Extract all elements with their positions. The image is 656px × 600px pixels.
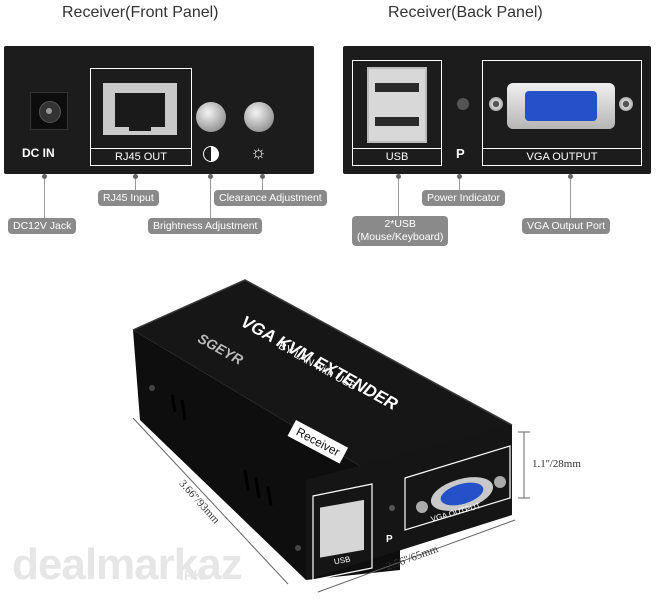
- dc-in-label: DC IN: [22, 146, 55, 160]
- vga-label: VGA OUTPUT: [483, 148, 641, 165]
- dc-jack: [30, 92, 68, 130]
- back-panel-title: Receiver(Back Panel): [388, 4, 543, 21]
- dc12v-callout: DC12V Jack: [8, 218, 77, 234]
- usb-ports[interactable]: [367, 67, 427, 143]
- clearance-callout: Clearance Adjustment: [214, 190, 327, 206]
- usb-callout-line1: 2*USB: [384, 218, 416, 230]
- brightness-callout: Brightness Adjustment: [148, 218, 263, 234]
- power-led: [457, 98, 469, 110]
- usb-label: USB: [353, 148, 441, 165]
- vga-callout: VGA Output Port: [522, 218, 611, 234]
- rj45-port: [103, 83, 177, 135]
- rj45-label: RJ45 OUT: [91, 148, 191, 165]
- watermark: dealmarkaz: [12, 540, 243, 589]
- front-panel-title: Receiver(Front Panel): [62, 4, 219, 21]
- rj45-input-callout: RJ45 Input: [98, 190, 159, 206]
- usb-callout-line2: (Mouse/Keyboard): [357, 231, 444, 243]
- height-dimension: 1.1''/28mm: [532, 458, 581, 470]
- vga-box: VGA OUTPUT: [482, 60, 642, 166]
- watermark-suffix: .PK: [180, 567, 204, 583]
- brightness-knob[interactable]: [196, 102, 226, 132]
- vga-port[interactable]: [507, 83, 615, 129]
- rj45-box: RJ45 OUT: [90, 68, 192, 166]
- clearance-knob[interactable]: [244, 102, 274, 132]
- p-label: P: [456, 146, 465, 161]
- usb-box: USB: [352, 60, 442, 166]
- device-p-label: P: [386, 534, 393, 545]
- back-panel: USB P VGA OUTPUT: [343, 46, 651, 174]
- brightness-icon: [203, 146, 219, 162]
- power-callout: Power Indicator: [422, 190, 505, 206]
- sun-icon: ☼: [250, 142, 267, 162]
- front-panel: DC IN RJ45 OUT ☼: [4, 46, 314, 174]
- usb-callout: 2*USB (Mouse/Keyboard): [352, 216, 449, 246]
